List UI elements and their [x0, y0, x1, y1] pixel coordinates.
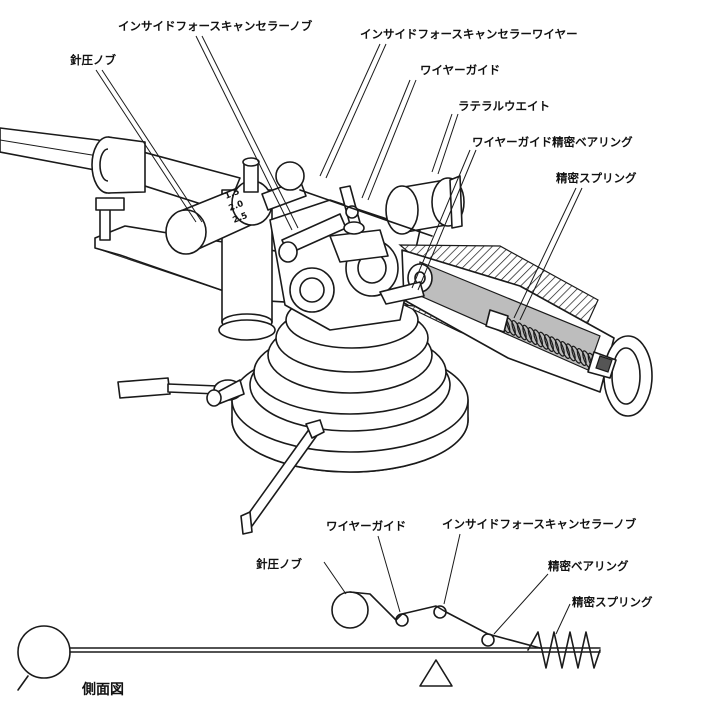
spring-coil-turn: [516, 322, 527, 341]
spring-coil-turn: [533, 329, 544, 348]
side-stylus-knob: [331, 591, 369, 629]
canceller-knob-shaft: [242, 157, 347, 263]
label-canceller-wire: インサイドフォースキャンセラーワイヤー: [360, 27, 578, 41]
main-assembly: 1.5 2.0 2.5: [0, 127, 653, 535]
label-wire-guide-bearing: ワイヤーガイド精密ベアリング: [472, 135, 633, 149]
main-labels: インサイドフォースキャンセラーノブ インサイドフォースキャンセラーワイヤー 針圧…: [70, 19, 637, 185]
lift-lever: [117, 377, 245, 407]
stylus-pressure-knob: 1.5 2.0 2.5: [165, 180, 273, 255]
label-stylus-pressure-knob: 針圧ノブ: [70, 53, 116, 67]
spring-coil-turn: [522, 324, 533, 343]
leader-lines: [95, 35, 583, 321]
spring-coil-turn: [511, 319, 522, 339]
side-label-precision-spring: 精密スプリング: [572, 595, 653, 609]
precision-spring-coil: [495, 312, 603, 374]
side-spring-zigzag: [527, 631, 601, 669]
label-lateral-weight: ラテラルウエイト: [458, 99, 550, 113]
side-label-wire-guide: ワイヤーガイド: [326, 519, 406, 533]
label-precision-spring: 精密スプリング: [556, 171, 637, 185]
spring-coil-turn: [554, 338, 565, 357]
side-label-stylus-pressure-knob: 針圧ノブ: [256, 557, 302, 571]
canceller-wire: [299, 189, 433, 237]
arm-clamp: [91, 136, 146, 194]
side-view-schematic: [17, 533, 601, 691]
side-wire-path: [349, 591, 541, 649]
side-turntable-circle: [17, 625, 71, 679]
spring-coil-turn: [576, 347, 587, 367]
side-label-precision-bearing: 精密ベアリング: [548, 559, 629, 573]
lateral-weight: [385, 175, 465, 235]
arm-rest-rod: [240, 419, 325, 535]
side-view-title: 側面図: [81, 681, 124, 698]
spring-coil-turn: [549, 336, 560, 355]
spring-coil-turn: [571, 345, 582, 364]
side-label-canceller-knob: インサイドフォースキャンセラーノブ: [442, 517, 637, 531]
label-wire-guide: ワイヤーガイド: [420, 63, 500, 77]
spring-end-blocks: [485, 309, 617, 379]
spring-coil-turn: [527, 326, 538, 346]
spring-coil-turn: [560, 340, 571, 360]
wire-guide-post: [339, 185, 365, 235]
side-fulcrum: [419, 659, 453, 687]
arm-rest-post: [95, 197, 125, 241]
spring-coil-turn: [565, 343, 576, 362]
side-view-labels: 側面図 ワイヤーガイド インサイドフォースキャンセラーノブ 針圧ノブ 精密ベアリ…: [81, 517, 653, 698]
label-canceller-knob: インサイドフォースキャンセラーノブ: [118, 19, 313, 33]
spring-coil-turn: [544, 333, 554, 353]
side-wire-guide-roller: [395, 613, 409, 627]
spring-coil-turn: [538, 331, 549, 350]
